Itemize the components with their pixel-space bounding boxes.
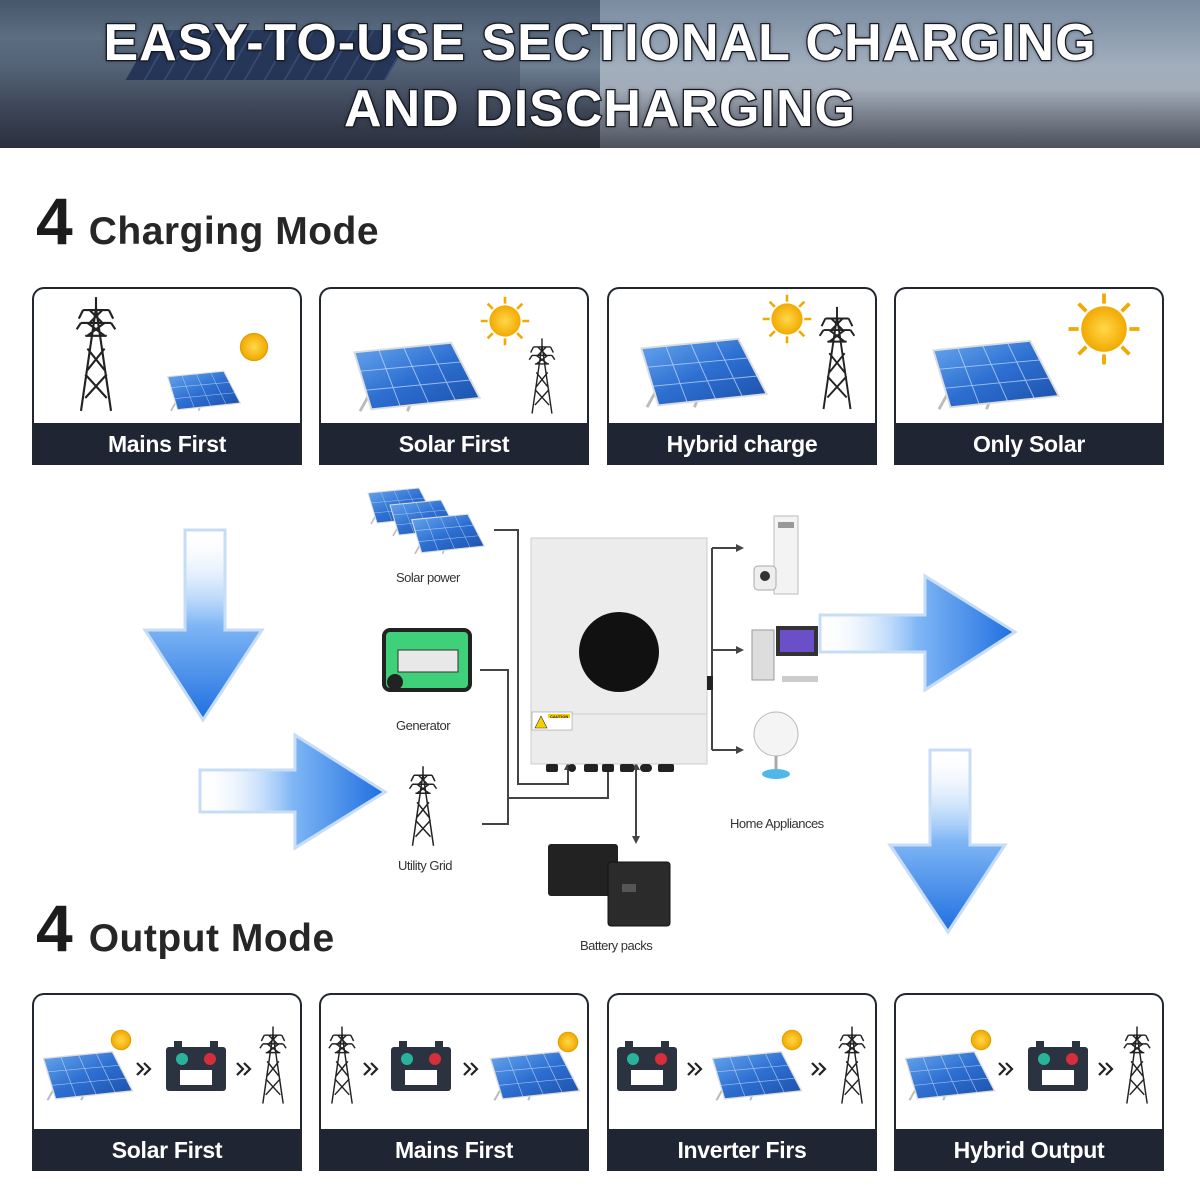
chevrons-icon [686, 1061, 703, 1077]
utility-grid-tower-icon [408, 765, 438, 847]
heading-text: Charging Mode [88, 210, 380, 253]
solar-first-illustration [352, 295, 556, 415]
sun-icon [970, 1029, 992, 1051]
output-mode-heading: 4 Output Mode [36, 890, 335, 966]
output-card-inverter-first: Inverter Firs [607, 993, 877, 1171]
tower-icon [328, 1025, 356, 1105]
battery-icon [391, 1041, 451, 1091]
inverter-display [579, 612, 659, 692]
solar-power-panels [367, 487, 486, 555]
solar-power-label: Solar power [396, 570, 460, 585]
mains-first-output-illustration [328, 1025, 581, 1105]
sun-icon [239, 332, 269, 362]
card-label: Solar First [321, 423, 587, 465]
tower-icon [1123, 1025, 1151, 1105]
card-label: Hybrid Output [896, 1129, 1162, 1171]
hybrid-charge-illustration [639, 293, 856, 411]
tower-icon [75, 296, 117, 412]
chevrons-icon [997, 1061, 1014, 1077]
generator-icon [382, 628, 472, 692]
heading-text: Output Mode [88, 917, 335, 960]
only-solar-illustration [931, 291, 1142, 412]
chevrons-icon [135, 1061, 152, 1077]
charging-card-mains-first: Mains First [32, 287, 302, 465]
caution-label: CAUTION [550, 714, 568, 719]
solar-panel-icon [42, 1050, 134, 1102]
chevrons-icon [362, 1061, 379, 1077]
down-arrow-left [142, 528, 265, 723]
title-line-1: EASY-TO-USE SECTIONAL CHARGING [102, 13, 1097, 74]
heading-number: 4 [36, 184, 73, 258]
down-arrow-right [887, 748, 1008, 935]
battery-packs-label: Battery packs [580, 938, 653, 953]
solar-panel-icon [489, 1050, 581, 1102]
banner-sky [600, 0, 1200, 148]
output-card-mains-first: Mains First [319, 993, 589, 1171]
tower-icon [528, 337, 556, 415]
connection-lines [480, 529, 736, 838]
sun-icon [110, 1029, 132, 1051]
sun-icon [557, 1031, 579, 1053]
inverter-unit [530, 537, 713, 772]
card-label: Solar First [34, 1129, 300, 1171]
card-label: Mains First [34, 423, 300, 465]
hybrid-output-illustration [904, 1025, 1151, 1105]
tower-icon [838, 1025, 866, 1105]
right-arrow-left [198, 732, 388, 851]
card-label: Only Solar [896, 423, 1162, 465]
output-card-hybrid-output: Hybrid Output [894, 993, 1164, 1171]
battery-packs-icon [548, 844, 671, 927]
home-appliances-label: Home Appliances [730, 816, 824, 831]
battery-icon [1028, 1041, 1088, 1091]
fan-icon [753, 711, 799, 779]
battery-icon [166, 1041, 226, 1091]
solar-panel-icon [166, 370, 242, 412]
generator-label: Generator [396, 718, 451, 733]
computer-icon [751, 626, 818, 682]
sun-icon [1066, 291, 1142, 367]
solar-panel-icon [931, 338, 1061, 412]
title-line-2: AND DISCHARGING [343, 79, 856, 140]
tower-icon [818, 305, 856, 411]
card-label: Hybrid charge [609, 423, 875, 465]
air-conditioner-icon [753, 515, 799, 595]
solar-panel-icon [711, 1050, 803, 1102]
output-card-solar-first: Solar First [32, 993, 302, 1171]
chevrons-icon [462, 1061, 479, 1077]
header-banner: EASY-TO-USE SECTIONAL CHARGING AND DISCH… [0, 0, 1200, 148]
sun-icon [781, 1029, 803, 1051]
battery-icon [617, 1041, 677, 1091]
solar-panel-icon [352, 340, 482, 414]
card-label: Inverter Firs [609, 1129, 875, 1171]
charging-mode-heading: 4 Charging Mode [36, 183, 379, 259]
utility-grid-label: Utility Grid [398, 858, 452, 873]
sun-icon [761, 293, 813, 345]
system-diagram: CAUTION Solar power Generator Utility Gr… [0, 470, 1200, 970]
chevrons-icon [1097, 1061, 1114, 1077]
solar-panel-icon [904, 1050, 996, 1102]
mains-first-illustration [75, 296, 269, 412]
heading-number: 4 [36, 891, 73, 965]
charging-card-solar-first: Solar First [319, 287, 589, 465]
tower-icon [259, 1025, 287, 1105]
sun-icon [479, 295, 531, 347]
chevrons-icon [810, 1061, 827, 1077]
charging-card-hybrid-charge: Hybrid charge [607, 287, 877, 465]
banner-title: EASY-TO-USE SECTIONAL CHARGING AND DISCH… [0, 10, 1200, 142]
card-label: Mains First [321, 1129, 587, 1171]
charging-card-only-solar: Only Solar [894, 287, 1164, 465]
inverter-first-output-illustration [617, 1025, 866, 1105]
solar-first-output-illustration [42, 1025, 287, 1105]
right-arrow-right [818, 573, 1018, 693]
chevrons-icon [235, 1061, 252, 1077]
solar-panel-icon [639, 336, 769, 410]
